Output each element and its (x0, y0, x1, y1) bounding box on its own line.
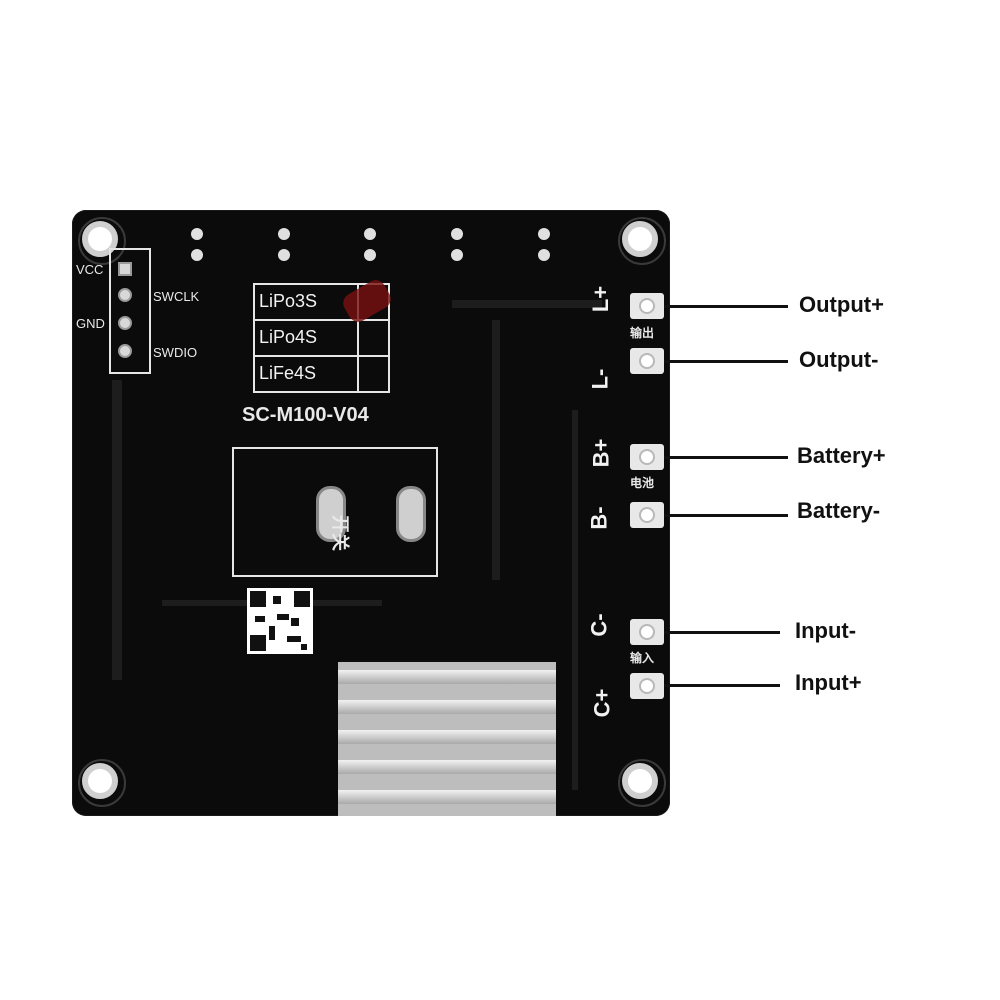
input-minus-pad (630, 619, 664, 645)
header-pin (191, 249, 203, 261)
swd-header (109, 248, 151, 374)
battery-minus-pad (630, 502, 664, 528)
table-row: LiFe4S (255, 357, 388, 393)
table-row: LiPo3S (255, 285, 388, 321)
pcb-trace (492, 320, 500, 580)
swdio-label: SWDIO (153, 345, 198, 360)
table-divider (357, 285, 359, 391)
terminal-label-c-minus: C- (586, 613, 612, 637)
input-plus-callout: Input+ (795, 670, 862, 695)
heatsink-fin (338, 700, 556, 714)
output-minus-leader (664, 360, 788, 363)
input-plus-leader (664, 684, 780, 687)
header-pin (278, 228, 290, 240)
mounting-hole-top-left (78, 217, 126, 265)
output-plus-callout: Output+ (799, 292, 884, 317)
input-minus-leader (664, 631, 780, 634)
header-pin (538, 249, 550, 261)
header-pin (191, 228, 203, 240)
switch-pad-left (316, 486, 346, 542)
heatsink-fin (338, 790, 556, 804)
board-model-label: SC-M100-V04 (242, 404, 369, 426)
output-minus-callout: Output- (799, 347, 879, 372)
heatsink (338, 662, 556, 816)
terminal-label-l-plus: L+ (588, 285, 614, 313)
heatsink-fin (338, 670, 556, 684)
input-plus-pad (630, 673, 664, 699)
input-pad-label: 输入 (630, 651, 655, 665)
battery-type-table: LiPo3S LiPo4S LiFe4S (253, 283, 390, 393)
swd-pin (118, 288, 132, 302)
terminal-label-l-minus: L- (587, 368, 613, 390)
output-minus-pad (630, 348, 664, 374)
vcc-label: VCC (76, 262, 104, 277)
battery-type-lipo3s: LiPo3S (259, 291, 318, 311)
battery-plus-leader (664, 456, 788, 459)
switch-outline (232, 447, 438, 577)
header-pin (364, 249, 376, 261)
output-plus-pad (630, 293, 664, 319)
pcb-trace (112, 380, 122, 680)
battery-plus-callout: Battery+ (797, 443, 886, 468)
terminal-label-c-plus: C+ (589, 688, 615, 718)
swd-pin (118, 344, 132, 358)
gnd-label: GND (76, 316, 105, 331)
battery-pad-label: 电池 (630, 476, 655, 490)
pcb-trace (572, 410, 578, 790)
swd-pin (118, 316, 132, 330)
header-pin (278, 249, 290, 261)
pcb-trace (452, 300, 602, 308)
mounting-hole-bottom-right (618, 759, 666, 807)
terminal-label-b-minus: B- (586, 506, 612, 530)
battery-plus-pad (630, 444, 664, 470)
swd-pin-square (118, 262, 132, 276)
table-row: LiPo4S (255, 321, 388, 357)
terminal-label-b-plus: B+ (588, 438, 614, 468)
header-pin (451, 249, 463, 261)
header-pin (364, 228, 376, 240)
input-minus-callout: Input- (795, 618, 857, 643)
heatsink-fin (338, 730, 556, 744)
switch-pad-right (396, 486, 426, 542)
battery-type-life4s: LiFe4S (259, 363, 317, 383)
battery-minus-callout: Battery- (797, 498, 881, 523)
mounting-hole-top-right (618, 217, 666, 265)
battery-type-lipo4s: LiPo4S (259, 327, 318, 347)
heatsink-fin (338, 760, 556, 774)
mounting-hole-bottom-left (78, 759, 126, 807)
output-plus-leader (664, 305, 788, 308)
header-pin (451, 228, 463, 240)
switch-label: 开关 (330, 515, 350, 551)
swclk-label: SWCLK (153, 289, 200, 304)
header-pin (538, 228, 550, 240)
output-pad-label: 输出 (630, 326, 655, 340)
battery-minus-leader (664, 514, 788, 517)
qr-code (247, 588, 313, 654)
